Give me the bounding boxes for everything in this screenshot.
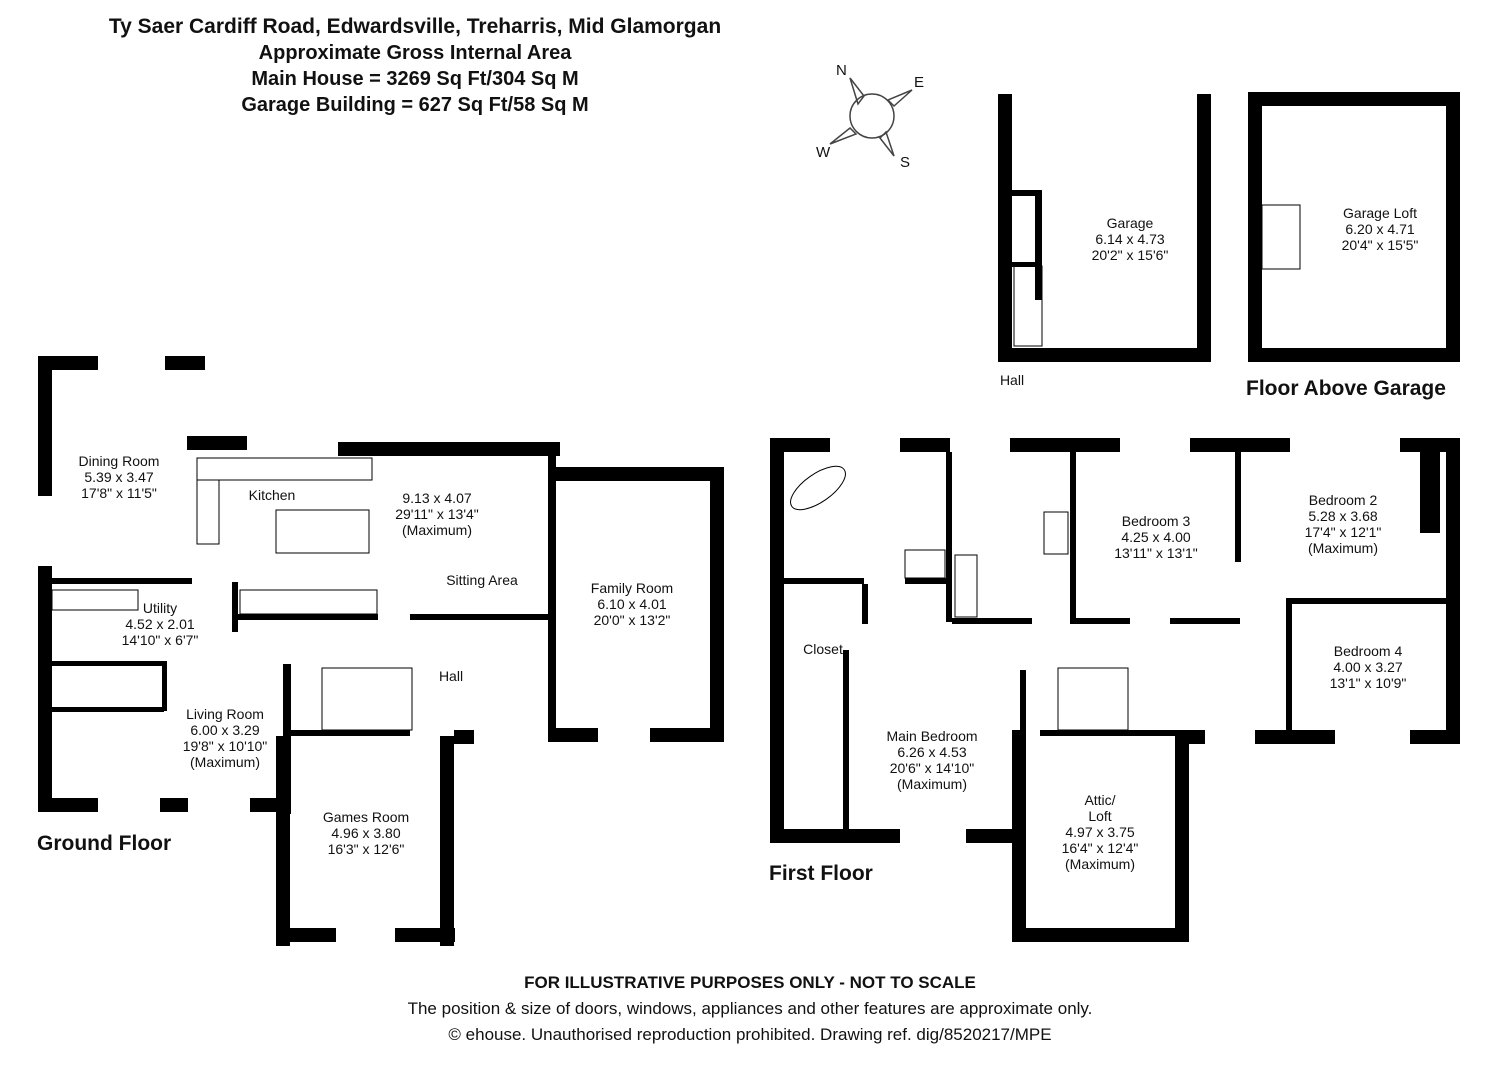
room-closet: Closet [803, 641, 843, 657]
header: Ty Saer Cardiff Road, Edwardsville, Treh… [40, 14, 790, 118]
footer-note: The position & size of doors, windows, a… [407, 999, 1093, 1018]
area-subtitle: Approximate Gross Internal Area [258, 42, 572, 64]
room-sitting-area: Sitting Area [446, 572, 518, 588]
main-house-area: Main House = 3269 Sq Ft/304 Sq M [251, 68, 579, 90]
room-kitchen: Kitchen [248, 487, 296, 503]
floor-label-ground: Ground Floor [37, 832, 172, 855]
garage-area: Garage Building = 627 Sq Ft/58 Sq M [241, 94, 589, 116]
floor-label-garage: Floor Above Garage [1246, 377, 1446, 400]
footer: FOR ILLUSTRATIVE PURPOSES ONLY - NOT TO … [300, 970, 1200, 1048]
compass-east: E [914, 74, 925, 91]
copyright: © ehouse. Unauthorised reproduction proh… [448, 1025, 1052, 1044]
compass-north: N [836, 62, 847, 79]
room-garage-hall: Hall [999, 372, 1025, 388]
disclaimer: FOR ILLUSTRATIVE PURPOSES ONLY - NOT TO … [524, 973, 976, 992]
compass-icon [829, 77, 913, 157]
compass-south: S [900, 154, 911, 171]
property-title: Ty Saer Cardiff Road, Edwardsville, Treh… [108, 15, 722, 38]
compass-west: W [816, 144, 831, 161]
room-hall: Hall [438, 668, 464, 684]
floor-label-first: First Floor [769, 862, 873, 885]
